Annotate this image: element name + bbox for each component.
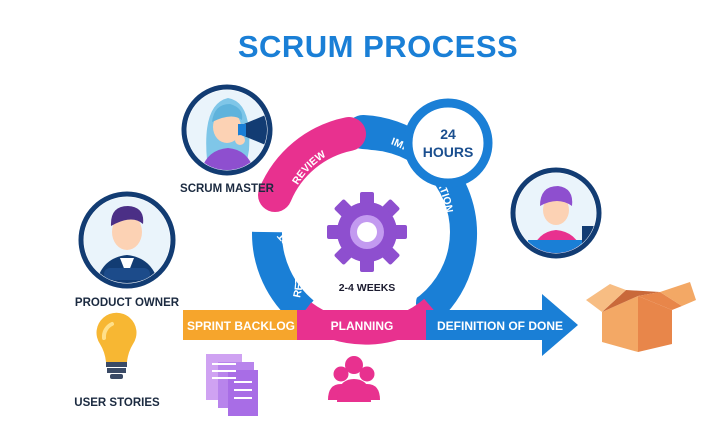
sprint-backlog-label: SPRINT BACKLOG — [187, 319, 295, 333]
retrospect-arc — [252, 231, 314, 324]
planning-label: PLANNING — [331, 319, 394, 333]
duration-label: 2-4 WEEKS — [339, 282, 396, 294]
page-title: SCRUM PROCESS — [238, 29, 518, 64]
review-arc — [258, 117, 366, 212]
scrum-master-avatar — [181, 84, 273, 176]
daily-badge: 24 HOURS — [403, 98, 493, 188]
definition-of-done-segment — [426, 294, 578, 356]
planning-segment — [297, 310, 429, 340]
product-owner-label: PRODUCT OWNER — [75, 297, 180, 309]
scrum-master-label: SCRUM MASTER — [180, 183, 275, 195]
flow-arrow: SPRINT BACKLOG PLANNING DEFINITION OF DO… — [183, 294, 578, 356]
lightbulb-icon — [96, 312, 137, 379]
implementation-arc — [346, 115, 477, 320]
definition-of-done-label: DEFINITION OF DONE — [437, 319, 563, 333]
daily-hours-number: 24 — [440, 126, 456, 142]
gear-icon — [327, 192, 407, 272]
team-icon — [328, 356, 380, 402]
product-owner-avatar — [78, 191, 176, 289]
developer-avatar — [510, 167, 602, 259]
sprint-backlog-segment — [183, 310, 301, 340]
open-box-icon — [586, 282, 696, 352]
daily-hours-label: HOURS — [423, 144, 474, 160]
user-stories-label: USER STORIES — [74, 397, 160, 409]
documents-icon — [206, 354, 258, 416]
